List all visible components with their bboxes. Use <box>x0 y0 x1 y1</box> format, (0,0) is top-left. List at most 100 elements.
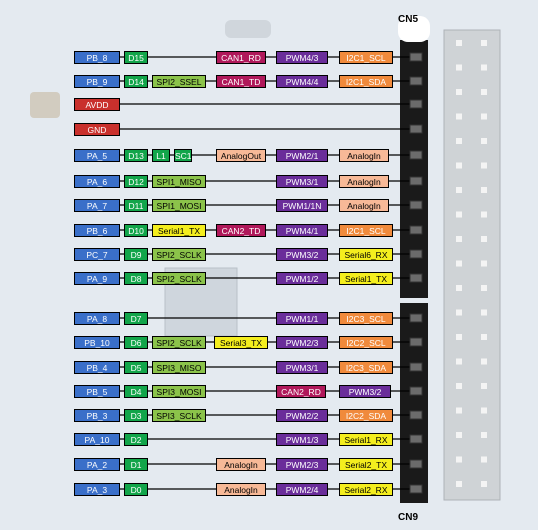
header-pin <box>456 64 462 71</box>
pin-label-pin: D2 <box>124 433 148 446</box>
header-pin <box>481 40 487 46</box>
header-pin <box>456 456 462 463</box>
header-pin <box>409 124 423 134</box>
pin-label-lx: L1 <box>152 149 170 162</box>
pin-label-pin: D6 <box>124 336 148 349</box>
header-pin <box>456 113 462 120</box>
pin-label-spi: SPI1_MOSI <box>152 199 206 212</box>
header-pin <box>456 236 462 242</box>
pin-label-pin: D10 <box>124 224 148 237</box>
pin-label-i2c: I2C3_SDA <box>339 361 393 374</box>
pin-label-pwm: PWM2/4 <box>276 483 328 496</box>
header-pin <box>481 481 487 487</box>
header-pin <box>456 383 462 389</box>
header-pin <box>456 285 462 291</box>
pin-label-serial: Serial1_TX <box>339 272 393 285</box>
pin-label-pwm: PWM2/2 <box>276 409 328 422</box>
pin-label-port: PB_10 <box>74 336 120 349</box>
pin-label-power: AVDD <box>74 98 120 111</box>
header-pin <box>409 313 423 323</box>
pin-label-pwm: PWM1/1 <box>276 312 328 325</box>
pin-label-pwm: PWM4/4 <box>276 75 328 88</box>
header-pin <box>456 432 462 438</box>
header-pin <box>409 150 423 160</box>
pin-label-pin: D5 <box>124 361 148 374</box>
pin-label-pin: D9 <box>124 248 148 261</box>
pin-label-pwm: PWM3/2 <box>276 248 328 261</box>
header-pin <box>481 285 487 291</box>
header-pin <box>481 309 487 316</box>
header-pin <box>481 113 487 120</box>
header-pin <box>409 273 423 283</box>
pin-label-port: PA_6 <box>74 175 120 188</box>
header-pin <box>409 99 423 109</box>
header-pin <box>409 225 423 235</box>
secondary-header <box>443 29 501 501</box>
header-pin <box>409 76 423 86</box>
pin-label-pin: D3 <box>124 409 148 422</box>
header-pin <box>481 260 487 267</box>
crystal <box>30 92 60 118</box>
header-pin <box>481 383 487 389</box>
pin-label-port: PB_3 <box>74 409 120 422</box>
header-pin <box>409 386 423 396</box>
pin-label-serial: Serial1_TX <box>152 224 206 237</box>
pin-label-pwm: PWM3/2 <box>339 385 391 398</box>
header-pin <box>481 138 487 144</box>
pin-label-pin: D7 <box>124 312 148 325</box>
header-pin <box>456 407 462 414</box>
pin-label-serial: Serial2_TX <box>339 458 393 471</box>
pin-label-spi: SPI2_SSEL <box>152 75 206 88</box>
header-pin <box>481 432 487 438</box>
header-pin <box>481 162 487 169</box>
pin-label-i2c: I2C2_SDA <box>339 409 393 422</box>
pin-label-pin: D14 <box>124 75 148 88</box>
pin-label-pwm: PWM1/2 <box>276 272 328 285</box>
header-pin <box>456 309 462 316</box>
pin-label-can: CAN2_RD <box>276 385 326 398</box>
pin-label-analog: AnalogIn <box>339 175 389 188</box>
header-pin <box>481 89 487 95</box>
pin-label-port: PB_6 <box>74 224 120 237</box>
pin-label-serial: Serial1_RX <box>339 433 393 446</box>
header-pin <box>481 211 487 218</box>
pin-label-spi: SPI2_SCLK <box>152 248 206 261</box>
header-pin <box>456 89 462 95</box>
header-pin <box>456 260 462 267</box>
pin-label-port: PA_2 <box>74 458 120 471</box>
pin-label-i2c: I2C3_SCL <box>339 312 393 325</box>
header-pin <box>481 236 487 242</box>
pin-label-port: PA_8 <box>74 312 120 325</box>
pin-label-pwm: PWM4/3 <box>276 51 328 64</box>
pin-label-port: PA_10 <box>74 433 120 446</box>
pin-label-analog: AnalogIn <box>339 149 389 162</box>
pin-label-spi: SPI2_SCLK <box>152 272 206 285</box>
pin-label-can: CAN1_RD <box>216 51 266 64</box>
pin-label-pwm: PWM1/3 <box>276 433 328 446</box>
pin-label-pwm: PWM2/1 <box>276 149 328 162</box>
header-pin <box>456 162 462 169</box>
header-pin <box>481 456 487 463</box>
header-pin <box>409 459 423 469</box>
cn5-tag-bg <box>398 16 430 42</box>
header-pin <box>409 176 423 186</box>
header-pin <box>409 337 423 347</box>
pin-label-pwm: PWM3/1 <box>276 361 328 374</box>
header-pin <box>409 434 423 444</box>
pin-label-i2c: I2C1_SCL <box>339 51 393 64</box>
pin-label-spi: SPI2_SCLK <box>152 336 206 349</box>
pin-label-port: PB_8 <box>74 51 120 64</box>
pin-label-spi: SPI1_MISO <box>152 175 206 188</box>
pin-label-port: PC_7 <box>74 248 120 261</box>
pin-label-spi: SPI3_MISO <box>152 361 206 374</box>
pin-label-pin: D1 <box>124 458 148 471</box>
pin-label-port: PB_5 <box>74 385 120 398</box>
header-pin <box>409 52 423 62</box>
pin-label-pin: D13 <box>124 149 148 162</box>
pin-label-serial: Serial2_RX <box>339 483 393 496</box>
pin-label-i2c: I2C1_SDA <box>339 75 393 88</box>
pin-label-analog: AnalogIn <box>339 199 389 212</box>
header-pin <box>481 334 487 340</box>
header-pin <box>409 249 423 259</box>
